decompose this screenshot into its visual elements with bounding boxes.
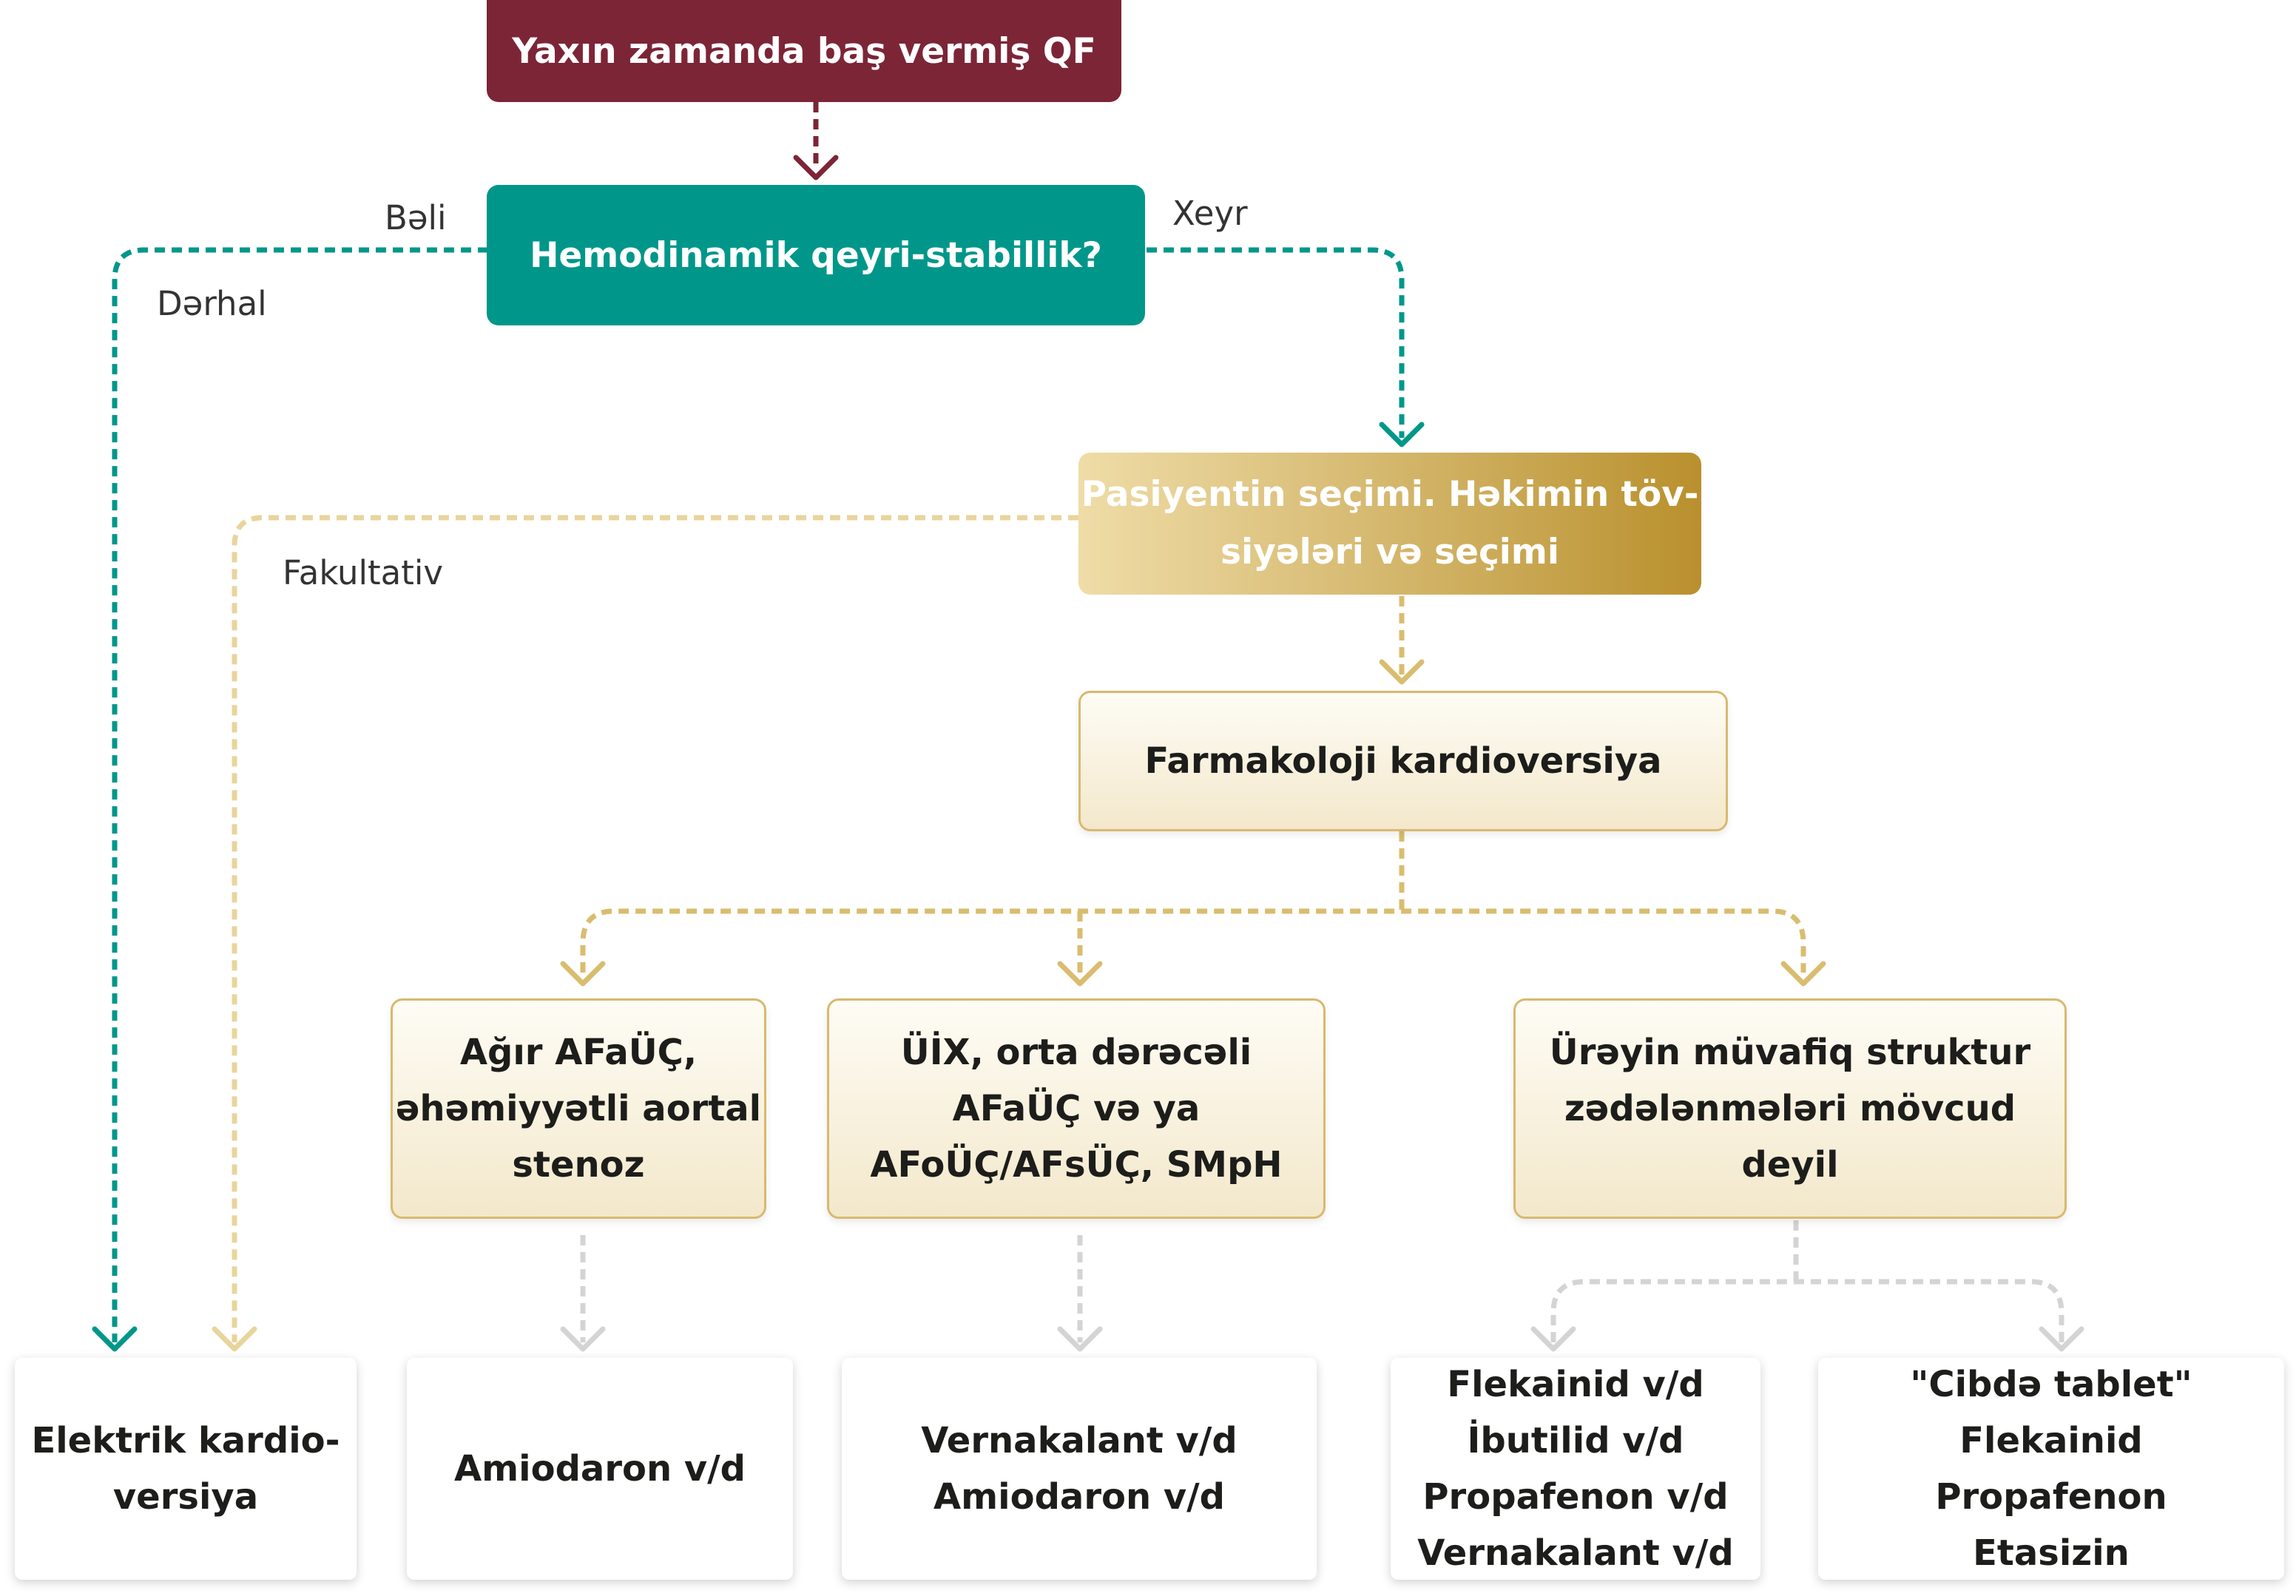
patient-choice-node: Pasiyentin seçimi. Həkimin töv- siyələri… xyxy=(1078,453,1701,595)
outcome-amiodarone: Amiodaron v/d xyxy=(407,1358,793,1580)
connector-none-split xyxy=(1550,1279,2064,1342)
condition-none-node: Ürəyin müvafiq struktur zədələnmələri mö… xyxy=(1513,998,2067,1219)
arrowhead-vernakalant xyxy=(1057,1326,1103,1352)
arrowhead-pill xyxy=(2039,1326,2084,1352)
outcome-vernakalant-line: Vernakalant v/d xyxy=(921,1420,1238,1461)
outcome-electric-line: Elektrik kardio- xyxy=(31,1420,340,1461)
connector-yes-to-electric xyxy=(112,247,488,1342)
outcome-amiodarone-line: Amiodaron v/d xyxy=(453,1448,746,1490)
condition-severe-line: Ağır AFaÜÇ, xyxy=(459,1032,698,1073)
condition-severe-line: əhəmiyyətli aortal xyxy=(395,1088,762,1129)
condition-severe-line: stenoz xyxy=(512,1144,645,1186)
outcome-pill-line: Propafenon xyxy=(1935,1476,2167,1518)
patient-choice-line: Pasiyentin seçimi. Həkimin töv- xyxy=(1081,474,1699,515)
outcome-electric-cardioversion: Elektrik kardio- versiya xyxy=(15,1358,357,1580)
arrowhead-choice xyxy=(1379,422,1425,447)
arrowhead-severe xyxy=(560,961,606,987)
arrowhead-flecainide xyxy=(1530,1326,1576,1352)
patient-choice-line: siyələri və seçimi xyxy=(1220,532,1560,572)
edge-label-immediate: Dərhal xyxy=(157,284,267,323)
arrowhead-electric-teal xyxy=(92,1326,138,1352)
outcome-flecainide-line: İbutilid v/d xyxy=(1467,1420,1684,1461)
condition-moderate-line: AFoÜÇ/AFsÜÇ, SMpH xyxy=(870,1144,1283,1186)
start-node-text: Yaxın zamanda baş vermiş QF xyxy=(512,30,1096,72)
decision-node-text: Hemodinamik qeyri-stabillik? xyxy=(530,234,1102,276)
condition-severe-node: Ağır AFaÜÇ, əhəmiyyətli aortal stenoz xyxy=(391,998,766,1219)
pharmacological-node-text: Farmakoloji kardioversiya xyxy=(1144,740,1662,782)
connector-branch-bar xyxy=(580,908,1806,973)
edge-label-optional: Fakultativ xyxy=(283,553,444,592)
arrowhead-amiodarone xyxy=(560,1326,606,1352)
arrowhead-pharma xyxy=(1379,659,1425,685)
condition-moderate-line: ÜİX, orta dərəcəli xyxy=(900,1032,1252,1073)
outcome-flecainide: Flekainid v/d İbutilid v/d Propafenon v/… xyxy=(1391,1358,1760,1580)
outcome-electric-line: versiya xyxy=(112,1476,259,1518)
connector-no-to-choice xyxy=(1147,247,1405,438)
pharmacological-node: Farmakoloji kardioversiya xyxy=(1078,691,1728,831)
decision-node: Hemodinamik qeyri-stabillik? xyxy=(487,185,1145,325)
condition-none-line: Ürəyin müvafiq struktur xyxy=(1549,1032,2031,1073)
outcome-vernakalant: Vernakalant v/d Amiodaron v/d xyxy=(842,1358,1317,1580)
edge-label-no: Xeyr xyxy=(1172,194,1248,233)
condition-moderate-node: ÜİX, orta dərəcəli AFaÜÇ və ya AFoÜÇ/AFs… xyxy=(827,998,1326,1219)
outcome-flecainide-line: Flekainid v/d xyxy=(1447,1364,1704,1405)
edge-label-yes: Bəli xyxy=(385,198,447,237)
connector-optional-to-electric xyxy=(232,515,1078,1342)
outcome-pill-line: "Cibdə tablet" xyxy=(1910,1364,2192,1405)
arrowhead-electric-gold xyxy=(212,1326,257,1352)
outcome-flecainide-line: Propafenon v/d xyxy=(1422,1476,1729,1518)
arrowhead-decision xyxy=(793,155,839,180)
arrowhead-none xyxy=(1780,961,1826,987)
outcome-pill-line: Etasizin xyxy=(1973,1532,2130,1574)
condition-moderate-line: AFaÜÇ və ya xyxy=(952,1088,1201,1129)
outcome-vernakalant-line: Amiodaron v/d xyxy=(933,1476,1226,1518)
start-node: Yaxın zamanda baş vermiş QF xyxy=(487,0,1121,102)
condition-none-line: deyil xyxy=(1741,1144,1839,1186)
outcome-pill-line: Flekainid xyxy=(1959,1420,2143,1461)
outcome-flecainide-line: Vernakalant v/d xyxy=(1417,1532,1734,1574)
arrowhead-moderate xyxy=(1057,961,1103,987)
condition-none-line: zədələnmələri mövcud xyxy=(1564,1088,2016,1129)
outcome-pill-in-pocket: "Cibdə tablet" Flekainid Propafenon Etas… xyxy=(1818,1358,2284,1580)
